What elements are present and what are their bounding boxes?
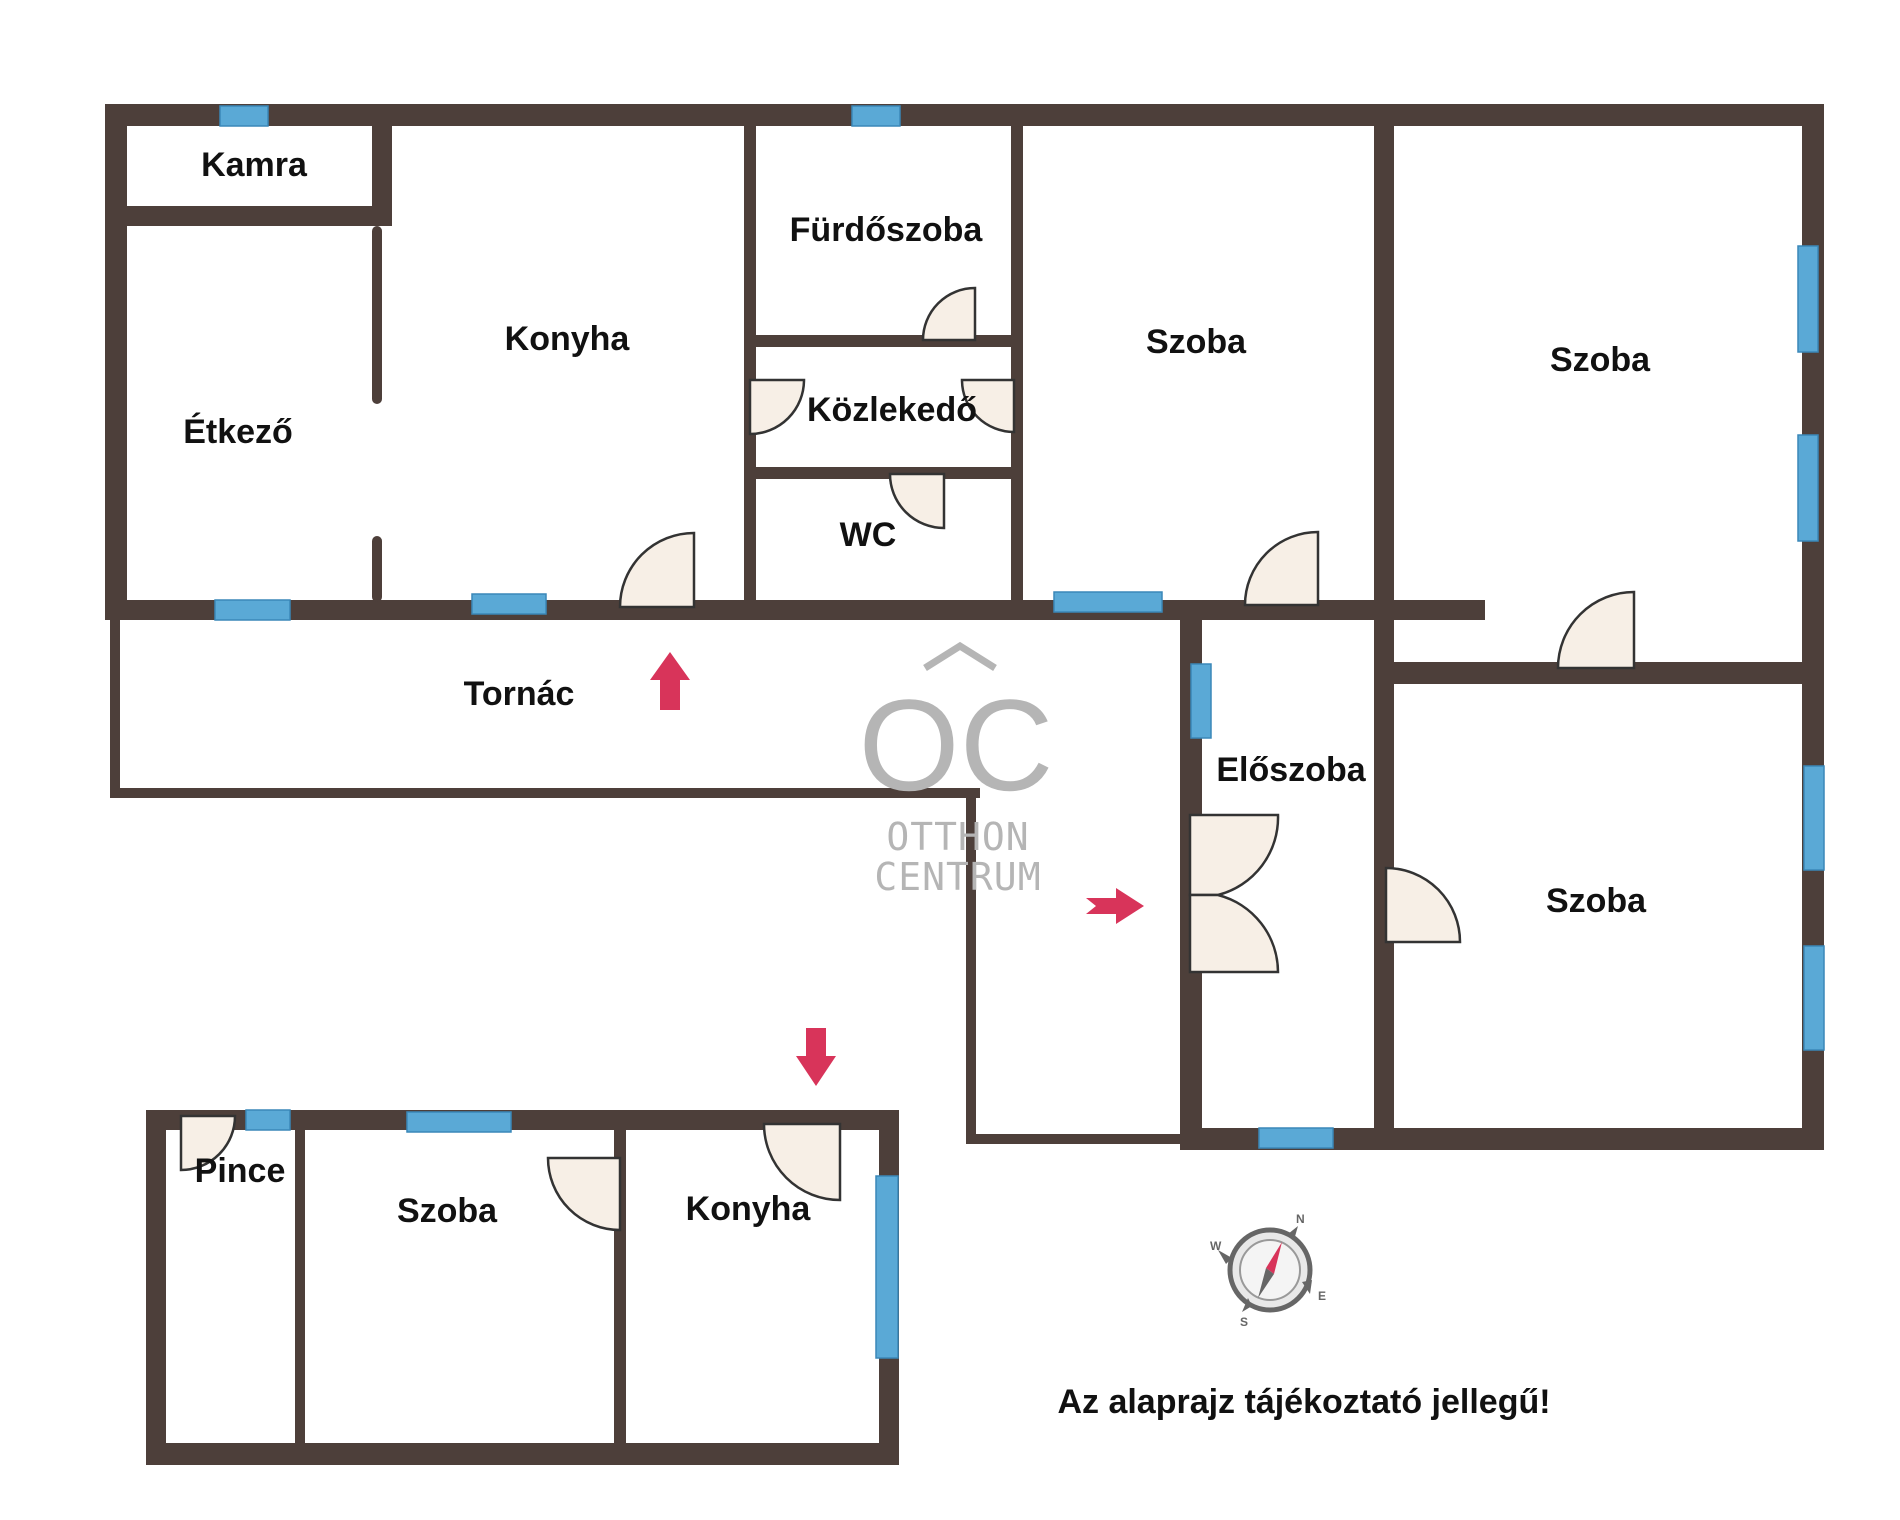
label-szoba-mid: Szoba — [1146, 323, 1247, 361]
label-wc: WC — [840, 516, 897, 554]
door-konyha-lower — [762, 1122, 842, 1202]
door-kozlekedo-left — [748, 378, 806, 436]
door-konyha — [618, 531, 696, 609]
arrow-down-icon — [796, 1028, 836, 1086]
watermark-logo: OC OTTHON CENTRUM — [859, 641, 1054, 899]
doors — [179, 286, 1636, 1232]
label-etkezo: Étkező — [183, 413, 293, 451]
label-konyha-lower: Konyha — [686, 1190, 812, 1228]
door-szoba-right-bottom — [1384, 866, 1462, 944]
door-szoba-lower — [546, 1156, 622, 1232]
door-eloszoba-upper — [1188, 813, 1280, 897]
label-szoba-right-bottom: Szoba — [1546, 882, 1647, 920]
main-house-walls — [105, 104, 1824, 1150]
door-wc — [888, 472, 946, 530]
label-pince: Pince — [195, 1152, 286, 1190]
arrow-right-icon — [1086, 888, 1144, 924]
windows — [214, 105, 1825, 1359]
lower-building-walls — [146, 1110, 899, 1465]
watermark-otthon: OTTHON — [886, 815, 1029, 859]
label-tornac: Tornác — [464, 675, 575, 713]
door-eloszoba-lower — [1188, 893, 1280, 974]
entrance-arrows — [650, 652, 1144, 1086]
door-furdoszoba — [921, 286, 977, 342]
compass-icon: N E S W — [1210, 1212, 1326, 1329]
label-szoba-lower: Szoba — [397, 1192, 498, 1230]
label-konyha: Konyha — [505, 320, 631, 358]
door-szoba-right-top — [1556, 590, 1636, 670]
door-pince — [179, 1114, 237, 1172]
compass-s: S — [1240, 1315, 1248, 1329]
label-kozlekedo: Közlekedő — [807, 391, 977, 429]
disclaimer-note: Az alaprajz tájékoztató jellegű! — [1057, 1383, 1550, 1421]
label-furdoszoba: Fürdőszoba — [790, 211, 984, 249]
label-eloszoba: Előszoba — [1216, 751, 1366, 789]
door-szoba-mid — [1243, 530, 1320, 607]
door-kozlekedo-right — [960, 378, 1016, 434]
compass-w: W — [1210, 1239, 1222, 1253]
compass-e: E — [1318, 1289, 1326, 1303]
compass-n: N — [1296, 1212, 1305, 1226]
label-kamra: Kamra — [201, 146, 308, 184]
room-labels: Kamra Étkező Konyha Fürdőszoba Közlekedő… — [183, 146, 1651, 1230]
arrow-up-icon — [650, 652, 690, 710]
watermark-centrum: CENTRUM — [874, 855, 1041, 899]
label-szoba-right-top: Szoba — [1550, 341, 1651, 379]
watermark-oc: OC — [859, 672, 1054, 818]
